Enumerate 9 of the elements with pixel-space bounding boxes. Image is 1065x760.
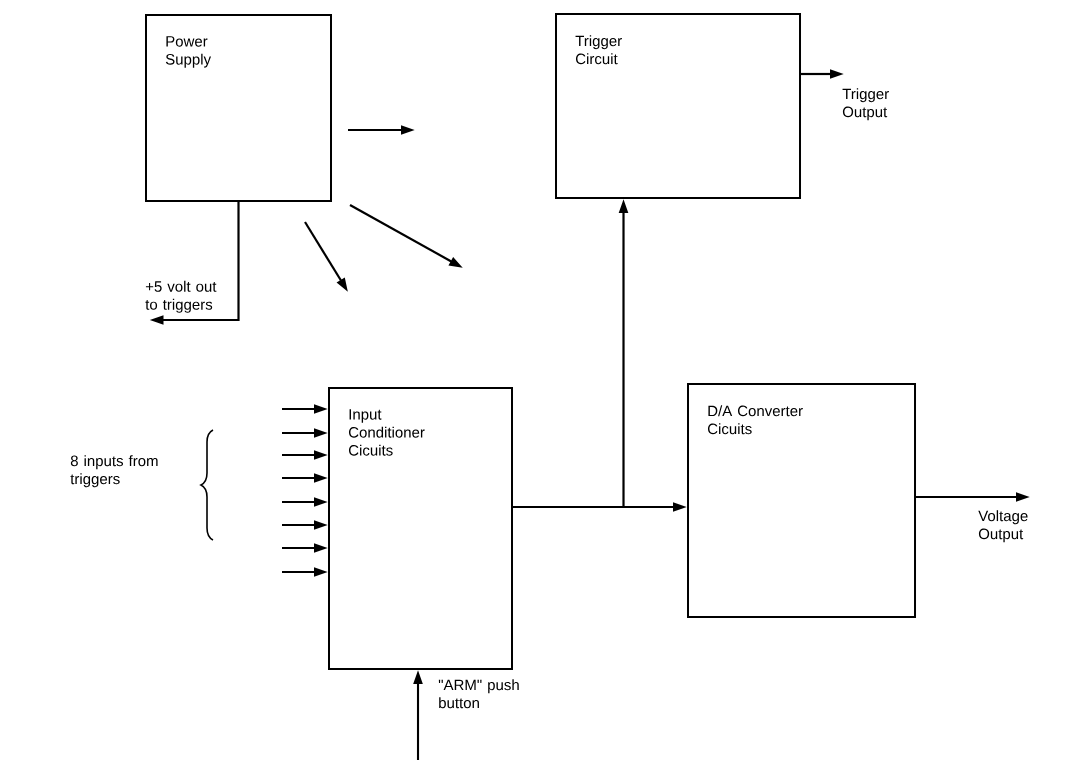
block-box: Power Supply [145,14,332,202]
edge-label: +5 volt out to triggers [145,280,217,313]
edge-label: "ARM" push button [438,679,519,709]
edge-label: Voltage Output [978,510,1028,543]
note-text: 8 inputs from triggers [70,455,158,488]
block-box: Trigger Circuit [555,13,801,199]
edge-label: Trigger Output [842,88,889,121]
block-box: D/A Converter Cicuits [687,383,916,618]
block-box: Input Conditioner Cicuits [328,387,513,670]
